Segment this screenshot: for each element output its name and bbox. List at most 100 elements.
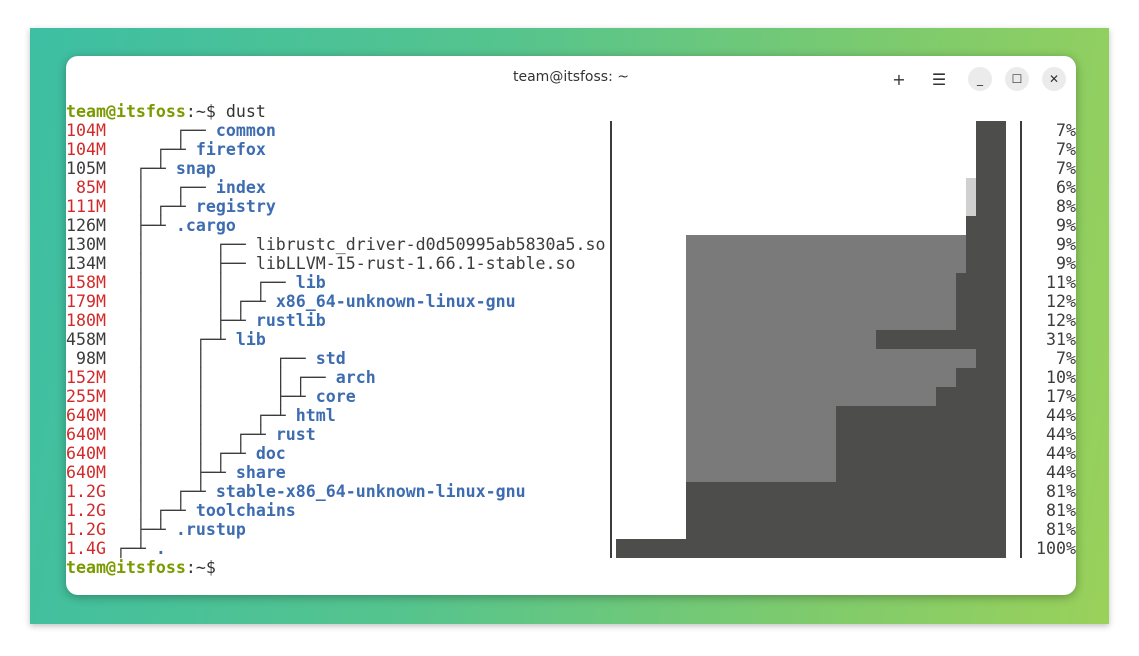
size-value: 104M <box>66 121 106 140</box>
directory-name: std <box>315 349 346 368</box>
percent-label: 11% <box>1046 273 1076 292</box>
directory-name: html <box>295 406 336 425</box>
tree-row: 179M │ │ ┌─┴ x86_64-unknown-linux-gnu <box>66 292 516 311</box>
tree-connector: │ ├─┴ <box>105 311 256 330</box>
tree-row: 104M ┌─┴ firefox <box>66 140 266 159</box>
bar-parent-segment <box>686 273 956 292</box>
size-value: 152M <box>66 368 106 387</box>
size-value: 1.2G <box>66 501 106 520</box>
close-icon: ✕ <box>1048 72 1060 86</box>
prompt-path: :~$ <box>185 558 216 577</box>
bar-left-border <box>610 121 612 558</box>
tree-connector: │ │ ┌── <box>105 349 316 368</box>
command-text: dust <box>215 102 266 121</box>
percent-label: 100% <box>1036 539 1076 558</box>
directory-name: arch <box>335 368 376 387</box>
size-value: 179M <box>66 292 106 311</box>
size-value: 180M <box>66 311 106 330</box>
tree-connector: │ │ ┌── <box>105 273 296 292</box>
directory-name: doc <box>255 444 286 463</box>
bar-segment <box>966 216 1006 235</box>
tree-connector: │ │ ┌─┴ <box>105 406 296 425</box>
tree-row: 458M │ ┌─┴ lib <box>66 330 266 349</box>
size-value: 98M <box>66 349 106 368</box>
bar-parent-segment <box>686 254 966 273</box>
percent-label: 81% <box>1046 520 1076 539</box>
bar-parent-segment <box>686 235 966 254</box>
size-value: 126M <box>66 216 106 235</box>
size-value: 458M <box>66 330 106 349</box>
tree-connector: │ ┌── <box>105 178 216 197</box>
new-tab-button[interactable]: + <box>887 67 911 91</box>
bar-segment <box>956 273 1006 292</box>
directory-name: toolchains <box>195 501 296 520</box>
directory-name: core <box>315 387 356 406</box>
tree-connector: │ │ ┌─┴ <box>105 444 256 463</box>
tree-row: 255M │ │ ├─┴ core <box>66 387 356 406</box>
tree-connector: │ ├── <box>105 254 256 273</box>
close-button[interactable]: ✕ <box>1042 67 1066 91</box>
bar-parent-segment <box>686 425 836 444</box>
percent-label: 12% <box>1046 311 1076 330</box>
tree-connector: │ ┌─┴ <box>105 482 216 501</box>
directory-name: rust <box>275 425 316 444</box>
minimize-button[interactable]: _ <box>968 67 992 91</box>
directory-name: registry <box>195 197 276 216</box>
tree-connector: │ │ ┌─┴ <box>105 292 276 311</box>
maximize-icon: ☐ <box>1011 72 1023 86</box>
bar-parent-segment <box>686 349 976 368</box>
bar-parent-segment <box>686 368 956 387</box>
bar-segment <box>686 501 1006 520</box>
bar-parent-segment <box>966 197 976 216</box>
plus-icon: + <box>892 69 906 89</box>
directory-name: .rustup <box>175 520 246 539</box>
tree-connector: ├─┴ <box>105 216 176 235</box>
percent-label: 81% <box>1046 482 1076 501</box>
bar-segment <box>836 425 1006 444</box>
percent-label: 10% <box>1046 368 1076 387</box>
menu-button[interactable]: ☰ <box>927 67 951 91</box>
percent-label: 12% <box>1046 292 1076 311</box>
bar-segment <box>956 292 1006 311</box>
directory-name: stable-x86_64-unknown-linux-gnu <box>215 482 526 501</box>
size-value: 134M <box>66 254 106 273</box>
bar-segment <box>836 463 1006 482</box>
tree-row: 130M │ ┌── librustc_driver-d0d50995ab583… <box>66 235 606 254</box>
bar-segment <box>616 539 1006 558</box>
prompt-line[interactable]: team@itsfoss:~$ <box>66 558 216 577</box>
directory-name: firefox <box>195 140 266 159</box>
bar-segment <box>976 178 1006 197</box>
tree-connector: │ │ ┌─┴ <box>105 425 276 444</box>
size-value: 640M <box>66 463 106 482</box>
tree-row: 640M │ │ ┌─┴ html <box>66 406 336 425</box>
tree-connector: ┌─┴ <box>105 539 156 558</box>
window-title: team@itsfoss: ~ <box>513 69 629 85</box>
bar-segment <box>686 520 1006 539</box>
bar-segment <box>976 140 1006 159</box>
maximize-button[interactable]: ☐ <box>1005 67 1029 91</box>
tree-row: 640M │ │ ┌─┴ rust <box>66 425 316 444</box>
size-value: 104M <box>66 140 106 159</box>
tree-connector: │ │ │ ┌── <box>105 368 336 387</box>
size-value: 1.2G <box>66 520 106 539</box>
bar-parent-segment <box>686 406 836 425</box>
tree-row: 126M ├─┴ .cargo <box>66 216 236 235</box>
bar-segment <box>976 349 1006 368</box>
bar-segment <box>976 159 1006 178</box>
tree-connector: ┌── <box>105 121 216 140</box>
tree-row: 1.4G ┌─┴ . <box>66 539 166 558</box>
tree-row: 180M │ ├─┴ rustlib <box>66 311 326 330</box>
directory-name: index <box>215 178 266 197</box>
bar-parent-segment <box>686 311 956 330</box>
size-value: 640M <box>66 444 106 463</box>
size-value: 111M <box>66 197 106 216</box>
tree-connector: │ ┌── <box>105 235 256 254</box>
tree-connector: ├─┴ <box>105 520 176 539</box>
file-name: librustc_driver-d0d50995ab5830a5.so <box>255 235 606 254</box>
tree-row: 105M ┌─┴ snap <box>66 159 216 178</box>
size-value: 640M <box>66 425 106 444</box>
bar-right-border <box>1020 121 1022 558</box>
percent-label: 31% <box>1046 330 1076 349</box>
percent-label: 44% <box>1046 406 1076 425</box>
tree-row: 152M │ │ │ ┌── arch <box>66 368 376 387</box>
